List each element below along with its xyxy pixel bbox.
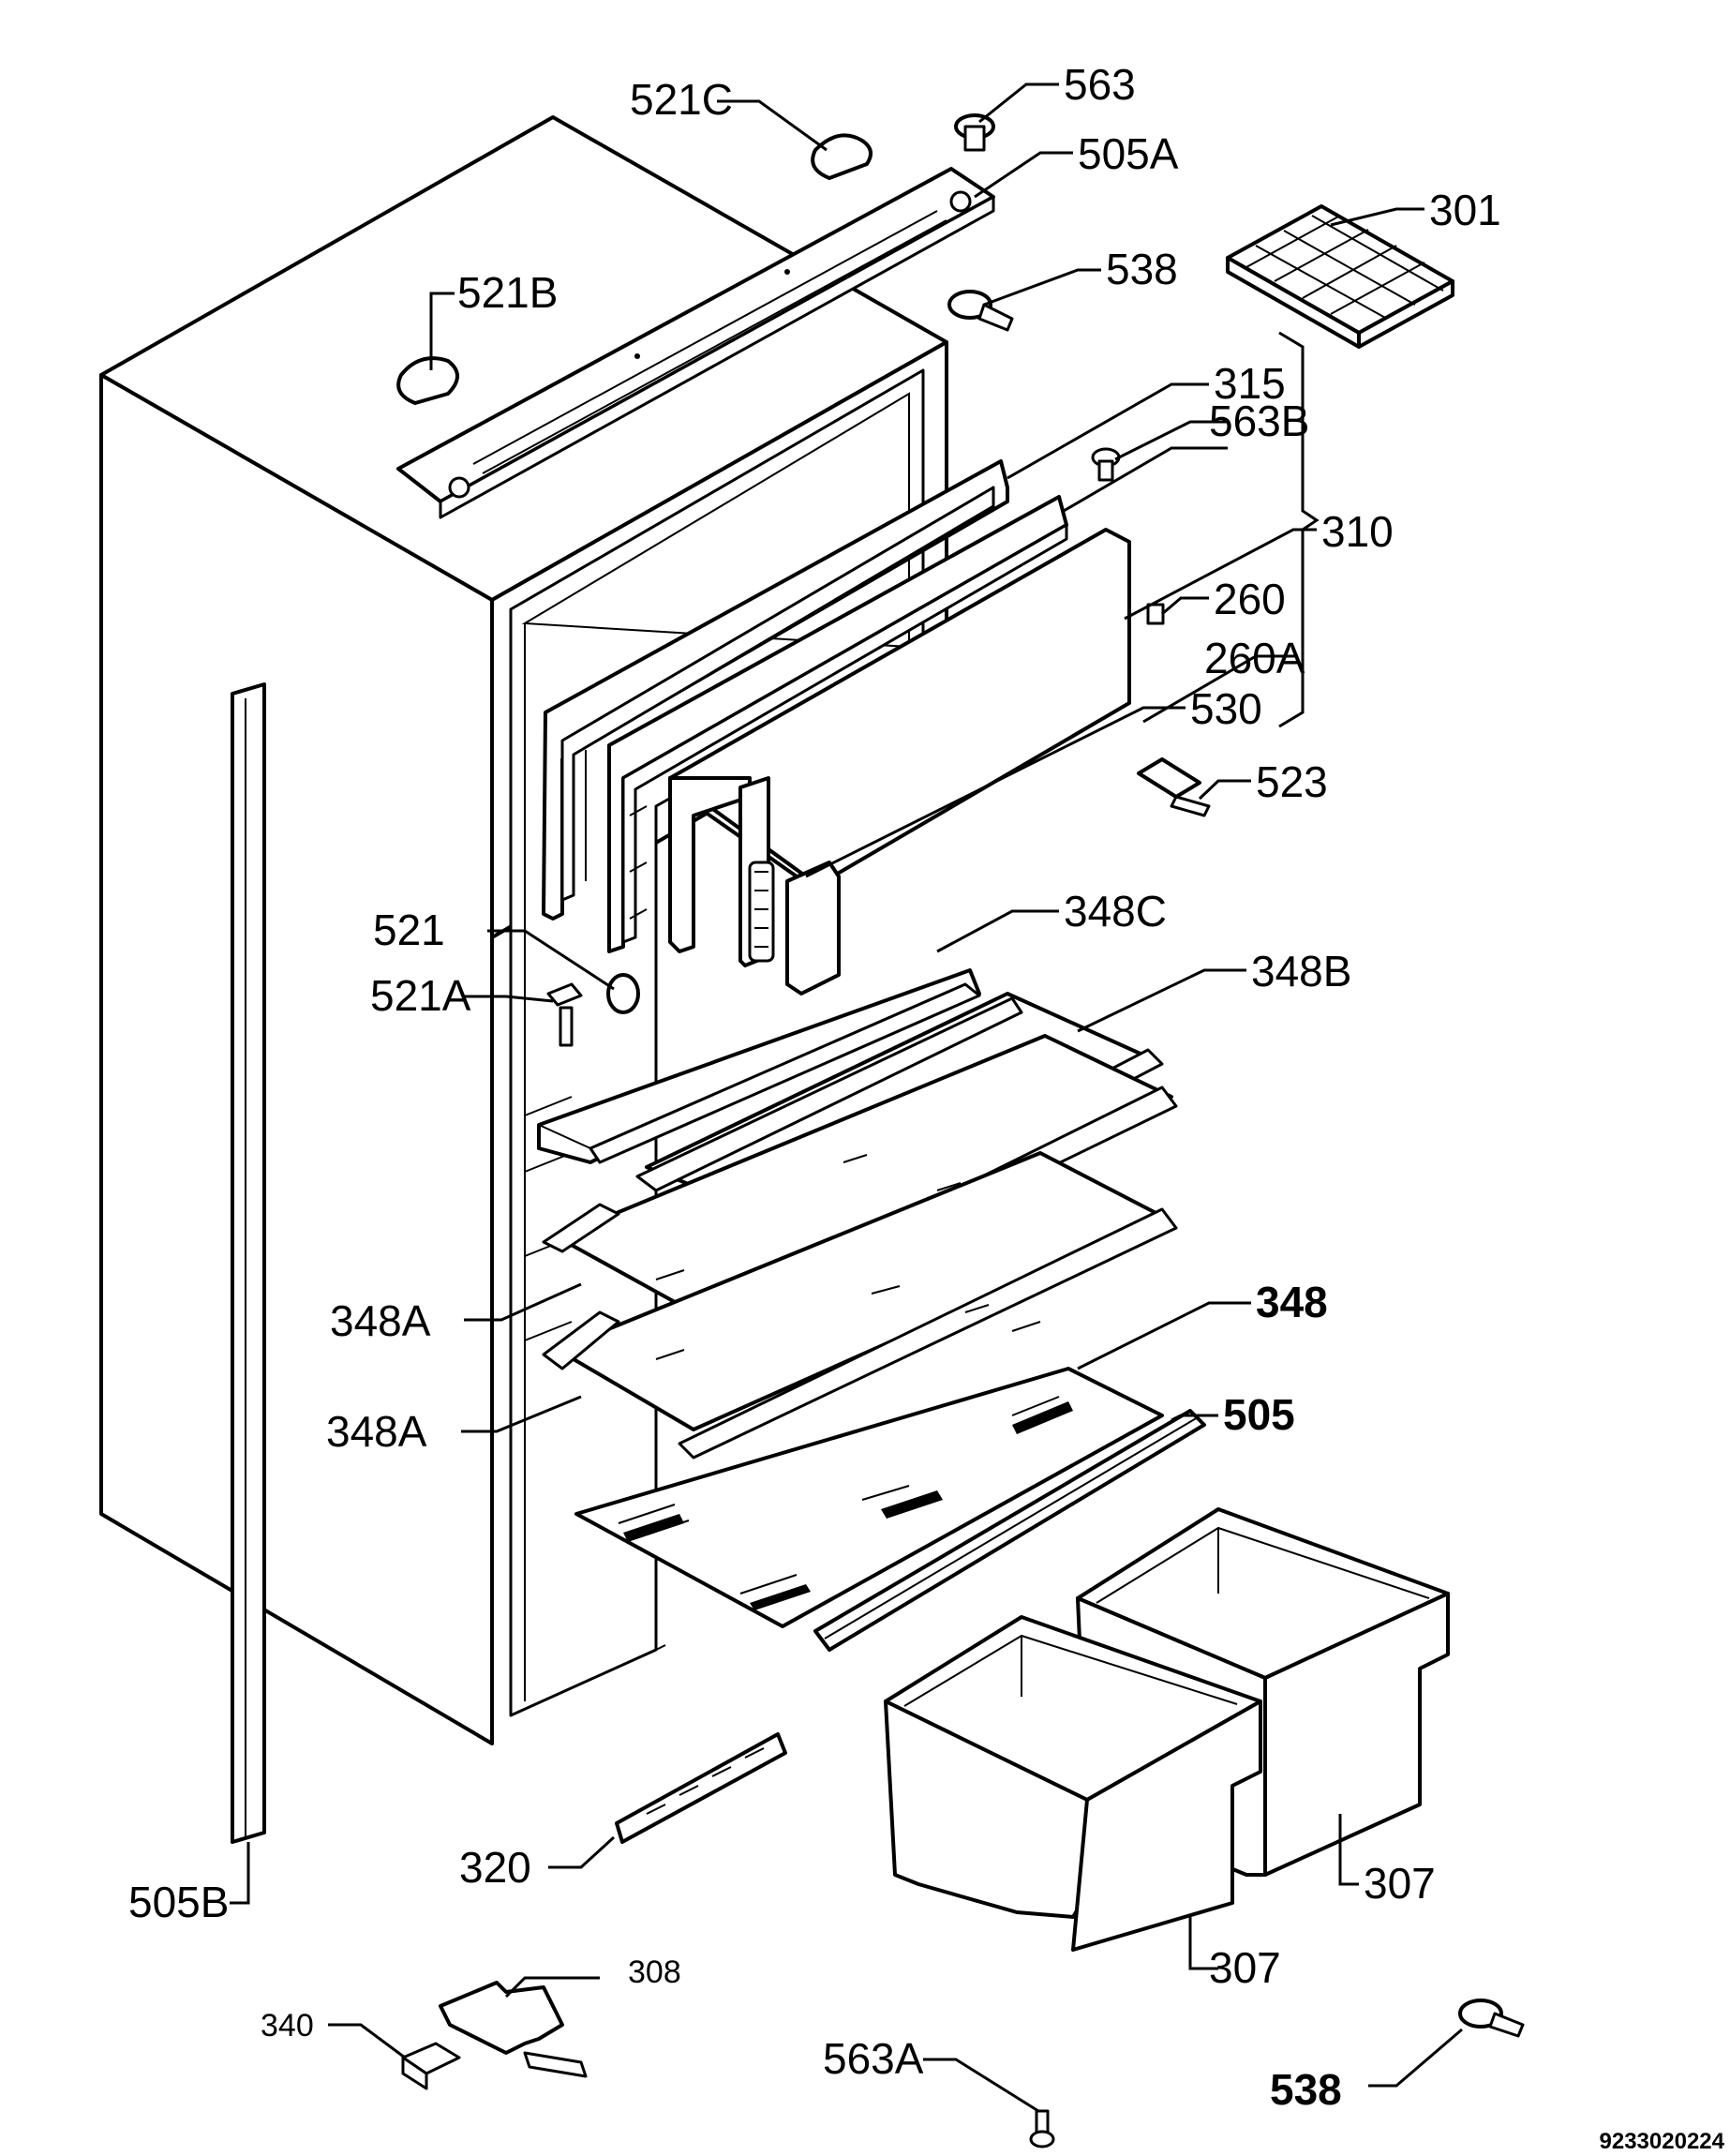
part-563b [1091, 447, 1121, 482]
shelf-348 [574, 1367, 1164, 1628]
label-260a: 260A [1204, 634, 1305, 682]
freezer-door-panel-310 [668, 528, 1131, 996]
label-563: 563 [1064, 60, 1136, 109]
part-521 [606, 973, 640, 1014]
vertical-trim-505b [231, 682, 266, 1844]
label-521b: 521B [457, 268, 558, 317]
label-348: 348 [1256, 1278, 1328, 1326]
label-320: 320 [459, 1843, 531, 1892]
icetray-301 [1226, 204, 1454, 349]
leader-lines [230, 82, 1463, 2113]
label-307-right: 307 [1364, 1859, 1436, 1908]
label-315: 315 [1214, 359, 1286, 408]
freezer-gasket-315 [542, 459, 1009, 921]
label-301: 301 [1429, 186, 1501, 234]
label-310: 310 [1321, 507, 1394, 556]
label-523: 523 [1256, 757, 1328, 806]
label-538-bottom: 538 [1270, 2065, 1342, 2114]
label-563a: 563A [823, 2034, 924, 2083]
label-521c: 521C [630, 75, 733, 124]
label-563b: 563B [1209, 397, 1309, 445]
bracket-310 [1278, 331, 1320, 728]
label-538-top: 538 [1106, 245, 1178, 293]
hinge-bar-505a [396, 167, 995, 519]
shelf-348a-lower [542, 1151, 1178, 1460]
label-505b: 505B [128, 1878, 229, 1926]
part-521b [396, 356, 459, 405]
label-307-left: 307 [1209, 1943, 1281, 1992]
part-320 [615, 1732, 787, 1844]
trim-bar-505 [813, 1409, 1206, 1652]
label-530: 530 [1190, 684, 1262, 733]
label-521a: 521A [370, 971, 471, 1020]
label-348a-upper: 348A [330, 1296, 431, 1345]
freezer-door-frame [607, 495, 1068, 953]
part-563 [954, 113, 995, 152]
label-348b: 348B [1251, 947, 1351, 996]
part-340 [401, 2042, 461, 2090]
label-340: 340 [261, 2008, 314, 2044]
part-523 [1137, 757, 1211, 817]
part-521a [546, 982, 583, 1047]
crisper-drawer-front [884, 1615, 1262, 1952]
part-538-bottom [1458, 1999, 1525, 2038]
label-260: 260 [1214, 575, 1286, 623]
part-260 [1146, 603, 1165, 625]
callout-labels: 521C 563 505A 301 521B 538 315 563B 310 … [128, 60, 1725, 2154]
part-521c [811, 133, 872, 180]
label-505: 505 [1223, 1390, 1295, 1439]
part-538-top [947, 290, 1014, 332]
diagram-code: 9233020224 [1600, 2129, 1725, 2154]
label-348c: 348C [1064, 887, 1167, 936]
part-563a [1029, 2109, 1055, 2149]
shelf-348c [537, 968, 981, 1164]
label-505a: 505A [1078, 129, 1179, 178]
label-521: 521 [373, 906, 445, 954]
label-308: 308 [628, 1954, 681, 1990]
hinge-308 [439, 1981, 588, 2078]
label-348a-lower: 348A [326, 1407, 427, 1456]
